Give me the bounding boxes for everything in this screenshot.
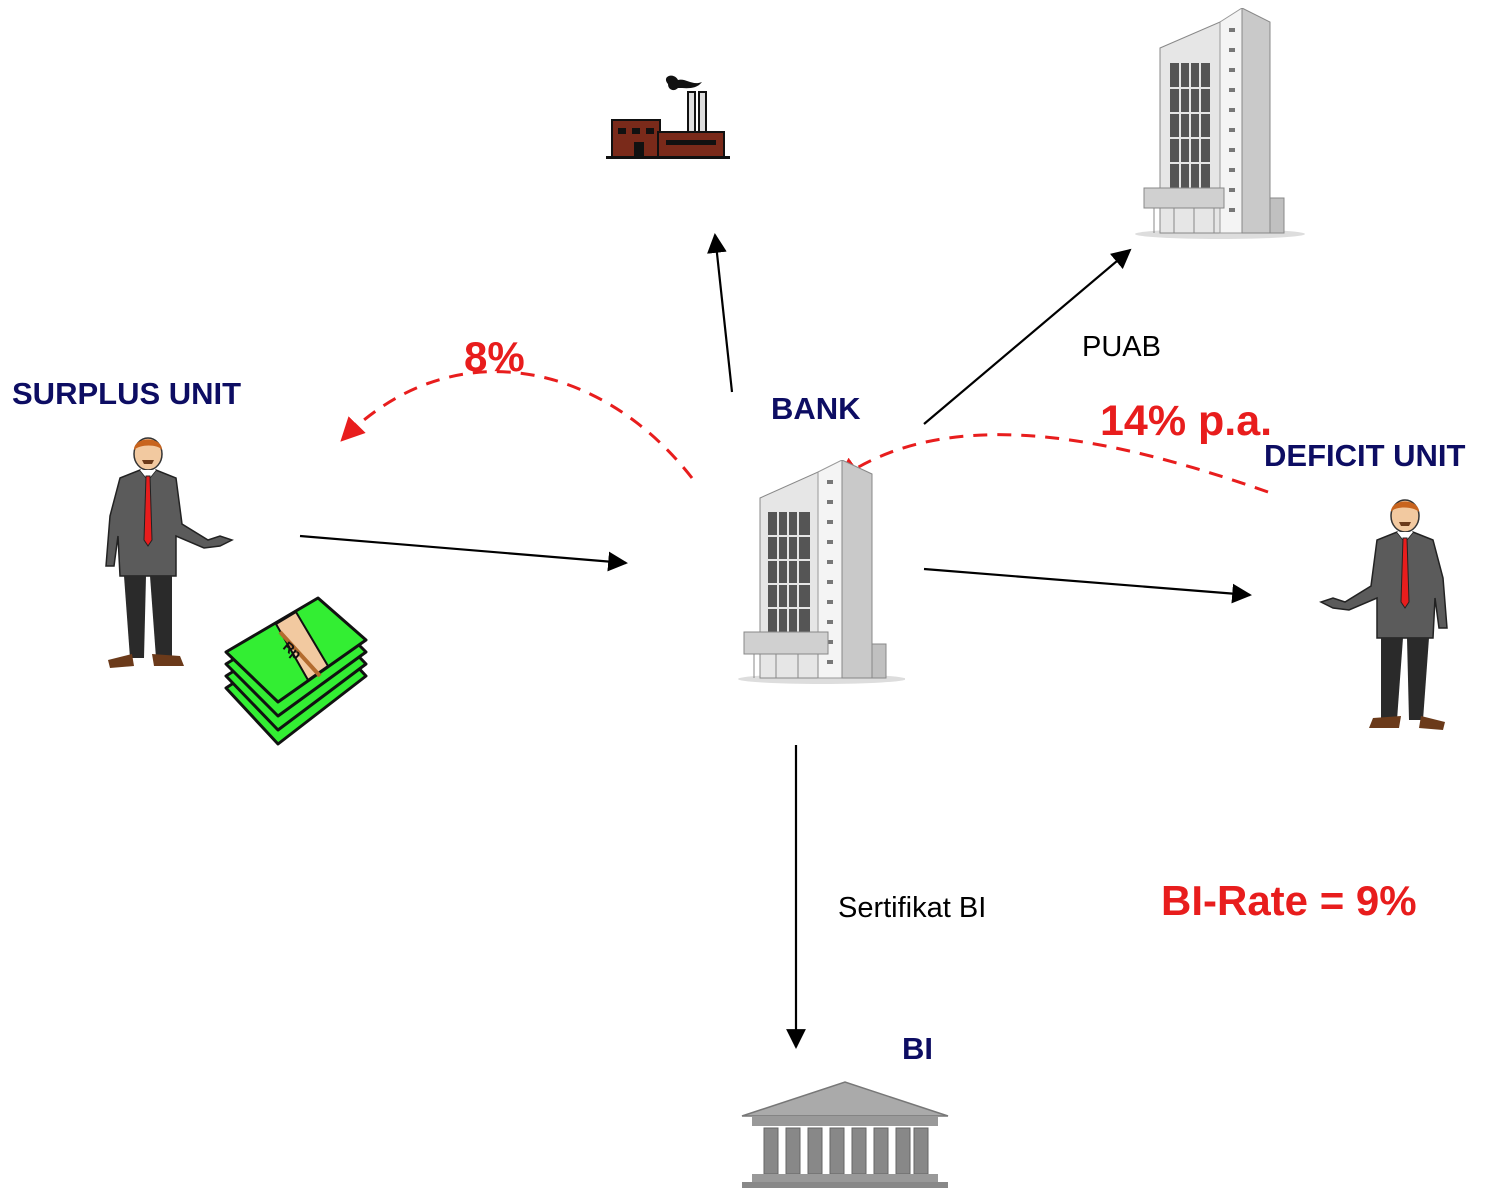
surplus-unit-label: SURPLUS UNIT	[12, 376, 242, 411]
sertifikat-bi-label: Sertifikat BI	[838, 892, 987, 924]
arrow-surplus-to-bank	[299, 534, 628, 572]
dashed-arrow-deficit-to-bank	[836, 433, 1269, 494]
arrow-bank-to-deficit	[923, 567, 1252, 604]
factory-icon	[606, 75, 730, 159]
bi-rate-label: BI-Rate = 9%	[1161, 877, 1417, 924]
puab-label: PUAB	[1082, 331, 1161, 363]
office-building-icon	[1135, 8, 1305, 239]
central-bank-icon	[741, 1081, 949, 1188]
bank-label: BANK	[771, 391, 861, 426]
bank-building-icon	[738, 460, 905, 684]
arrow-bank-to-interbank	[923, 248, 1132, 425]
deposit-rate-label: 8%	[464, 333, 525, 380]
businessman-icon	[1319, 499, 1448, 730]
arrow-bank-to-factory	[707, 233, 734, 393]
money-stack-icon: Rp	[224, 596, 368, 746]
deficit-unit-label: DEFICIT UNIT	[1264, 438, 1466, 473]
loan-rate-label: 14% p.a.	[1100, 397, 1273, 445]
dashed-arrow-bank-to-surplus	[340, 370, 694, 479]
businessman-icon	[105, 437, 234, 668]
bi-label: BI	[902, 1031, 933, 1066]
